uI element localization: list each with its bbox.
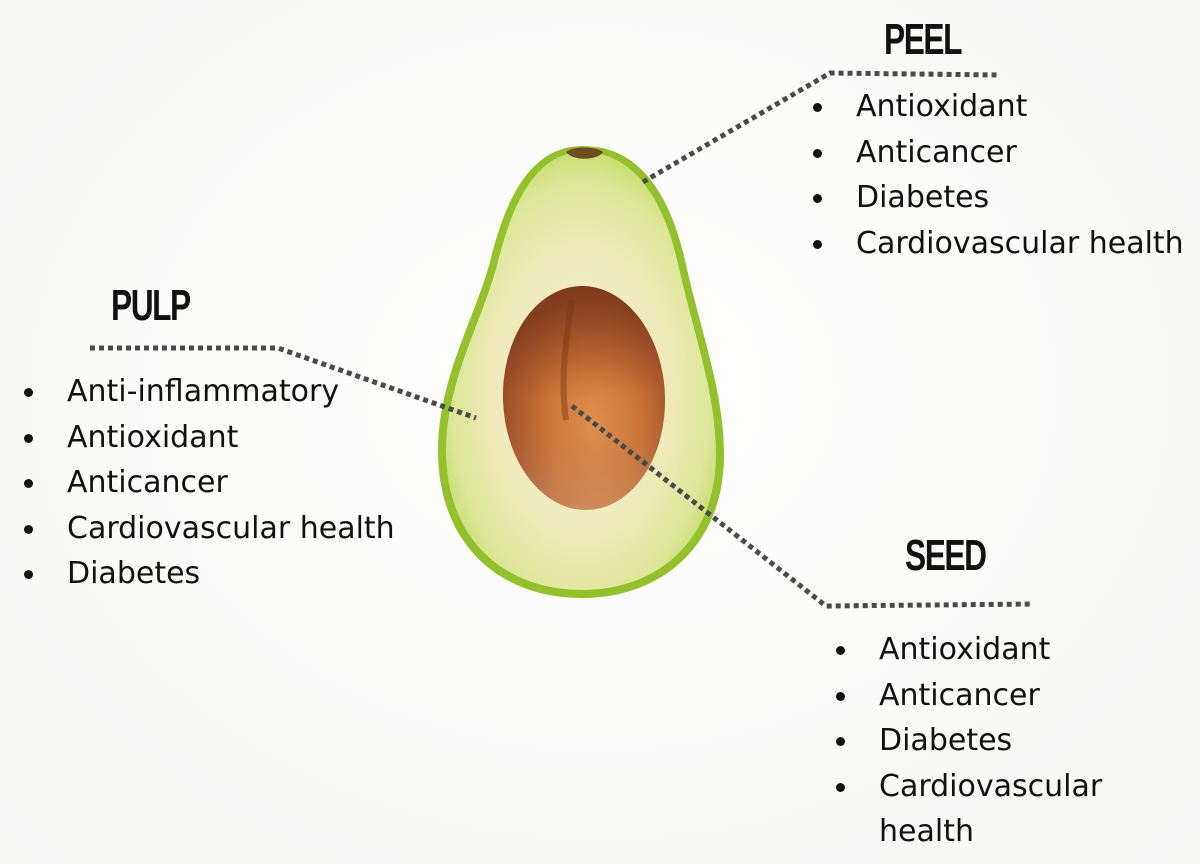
seed-shading: [502, 286, 666, 510]
list-item: Diabetes: [19, 551, 395, 597]
list-item: Antioxidant: [19, 415, 395, 461]
pulp-benefits-list: Anti-inflammatory Antioxidant Anticancer…: [19, 369, 395, 597]
seed-crease: [560, 299, 575, 421]
seed-benefits-list: Antioxidant Anticancer Diabetes Cardiova…: [831, 627, 1119, 855]
list-item: Anti-inflammatory: [19, 369, 395, 415]
seed-leader-line: [570, 404, 1034, 609]
list-item: Cardiovascular health: [831, 764, 1119, 855]
peel-heading: PEEL: [884, 15, 962, 64]
list-item: Anticancer: [19, 460, 395, 506]
list-item: Anticancer: [808, 130, 1184, 176]
list-item: Diabetes: [831, 718, 1119, 764]
list-item: Antioxidant: [831, 627, 1119, 673]
list-item: Cardiovascular health: [808, 221, 1184, 267]
list-item: Diabetes: [808, 175, 1184, 221]
list-item: Cardiovascular health: [19, 506, 395, 552]
seed-heading: SEED: [905, 531, 987, 580]
avocado-stem: [566, 147, 603, 159]
peel-benefits-list: Antioxidant Anticancer Diabetes Cardiova…: [808, 84, 1184, 266]
pulp-leader-line: [90, 345, 477, 421]
leader-lines: [90, 70, 1034, 609]
peel-leader-line: [641, 70, 999, 185]
pulp-heading: PULP: [111, 281, 191, 330]
list-item: Anticancer: [831, 673, 1119, 719]
list-item: Antioxidant: [808, 84, 1184, 130]
